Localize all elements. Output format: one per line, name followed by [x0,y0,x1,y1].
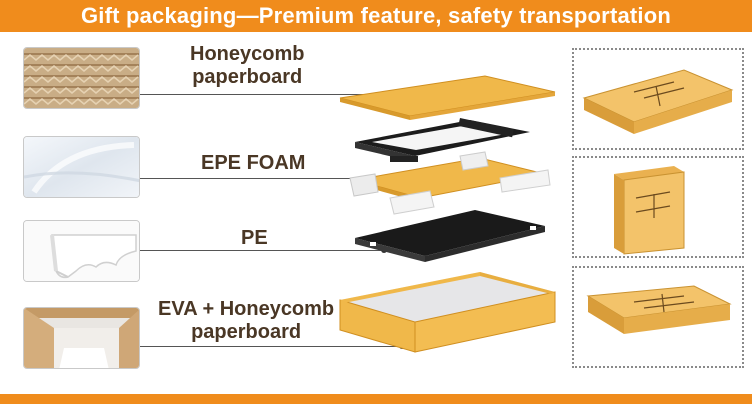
pe-label-line1: PE [241,227,268,249]
pe-board-layer [355,210,545,262]
honeycomb-label-line1: Honeycomb [190,43,305,65]
header-banner: Gift packaging—Premium feature, safety t… [0,0,752,32]
eva-label-line2: paperboard [191,321,302,343]
honeycomb-label: Honeycomb paperboard [190,43,304,89]
carton-upright-photo [572,156,744,258]
exploded-packaging-diagram [330,70,560,360]
eva-label-line1: EVA + Honeycomb [158,298,335,320]
eva-guide-line [140,346,402,347]
epe-foam-label: EPE FOAM [201,152,305,175]
honeycomb-guide-line [140,94,402,95]
product-photo-column [572,48,744,370]
pe-thumbnail [23,220,140,282]
page-title: Gift packaging—Premium feature, safety t… [80,3,672,28]
pe-guide-line [140,250,384,251]
epe-foam-label-line1: EPE FOAM [201,152,306,174]
epe-foam-layer [349,151,551,215]
eva-honeycomb-label: EVA + Honeycomb paperboard [158,298,334,344]
honeycomb-paperboard-thumbnail [23,47,140,109]
black-frame-layer [355,118,530,162]
epe-guide-line [140,178,372,179]
bottom-tray-layer [339,272,556,353]
honeycomb-label-line2: paperboard [192,66,303,88]
carton-flat-photo [572,266,744,368]
top-lid-layer [339,75,556,120]
epe-foam-thumbnail [23,136,140,198]
carton-angle-photo [572,48,744,150]
bottom-accent-bar [0,394,752,404]
eva-honeycomb-thumbnail [23,307,140,369]
pe-label: PE [241,227,268,250]
